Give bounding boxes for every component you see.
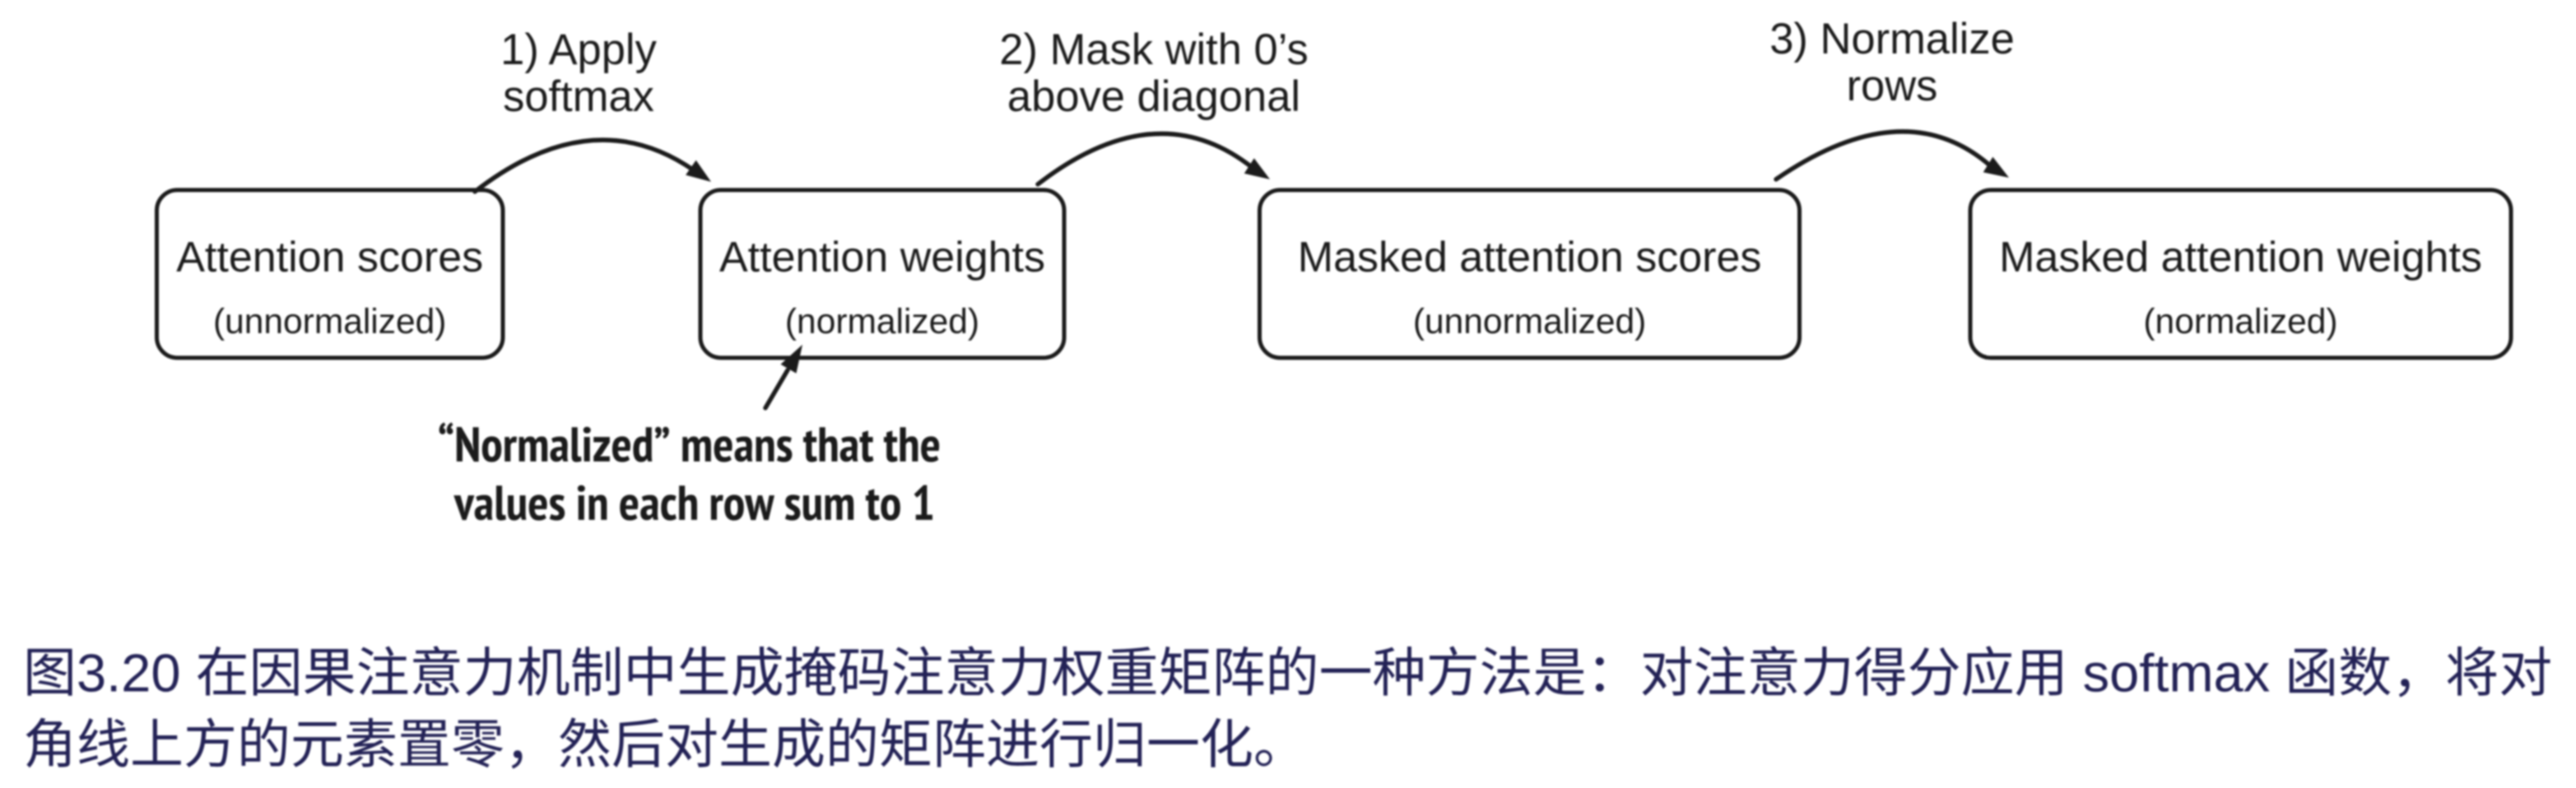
svg-text:rows: rows (1847, 62, 1938, 110)
svg-text:(unnormalized): (unnormalized) (213, 303, 446, 341)
svg-text:Attention weights: Attention weights (719, 234, 1045, 281)
svg-text:Attention scores: Attention scores (176, 234, 483, 281)
svg-text:3) Normalize: 3) Normalize (1769, 15, 2015, 63)
svg-text:(normalized): (normalized) (2143, 303, 2337, 341)
svg-text:(unnormalized): (unnormalized) (1413, 303, 1646, 341)
svg-text:Masked attention scores: Masked attention scores (1298, 234, 1762, 281)
svg-text:(normalized): (normalized) (785, 303, 979, 341)
svg-text:above diagonal: above diagonal (1007, 72, 1300, 121)
svg-text:Masked attention weights: Masked attention weights (1999, 234, 2482, 281)
svg-text:softmax: softmax (503, 72, 654, 121)
svg-text:2) Mask with 0’s: 2) Mask with 0’s (999, 25, 1308, 74)
svg-text:1) Apply: 1) Apply (500, 25, 657, 74)
